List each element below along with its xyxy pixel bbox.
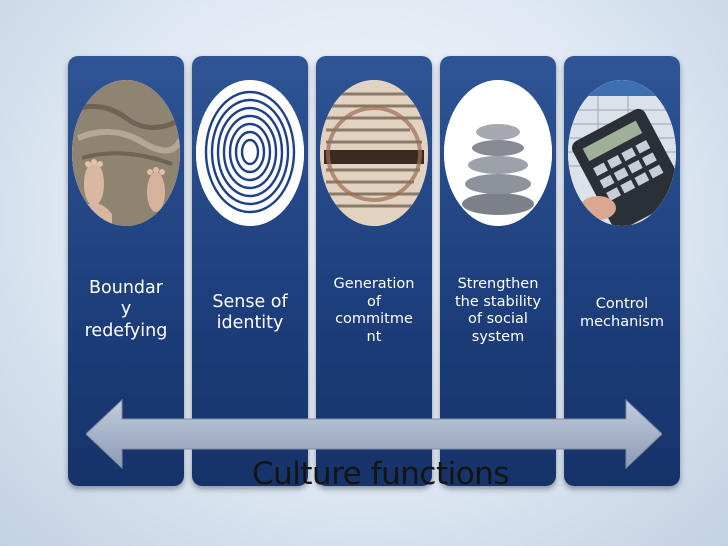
- fingerprint-image: [196, 80, 304, 226]
- footer-title: Culture functions: [252, 456, 552, 500]
- card-label: Control mechanism: [564, 296, 680, 331]
- card-label: Strengthen the stability of social syste…: [440, 276, 556, 347]
- card-label: Boundar y redefying: [68, 278, 184, 342]
- card-label: Sense of identity: [192, 292, 308, 335]
- stacked-stones-image: [444, 80, 552, 226]
- footprints-image: [72, 80, 180, 226]
- calculator-image: [568, 80, 676, 226]
- card-label: Generation of commitme nt: [316, 276, 432, 347]
- dictionary-image: [320, 80, 428, 226]
